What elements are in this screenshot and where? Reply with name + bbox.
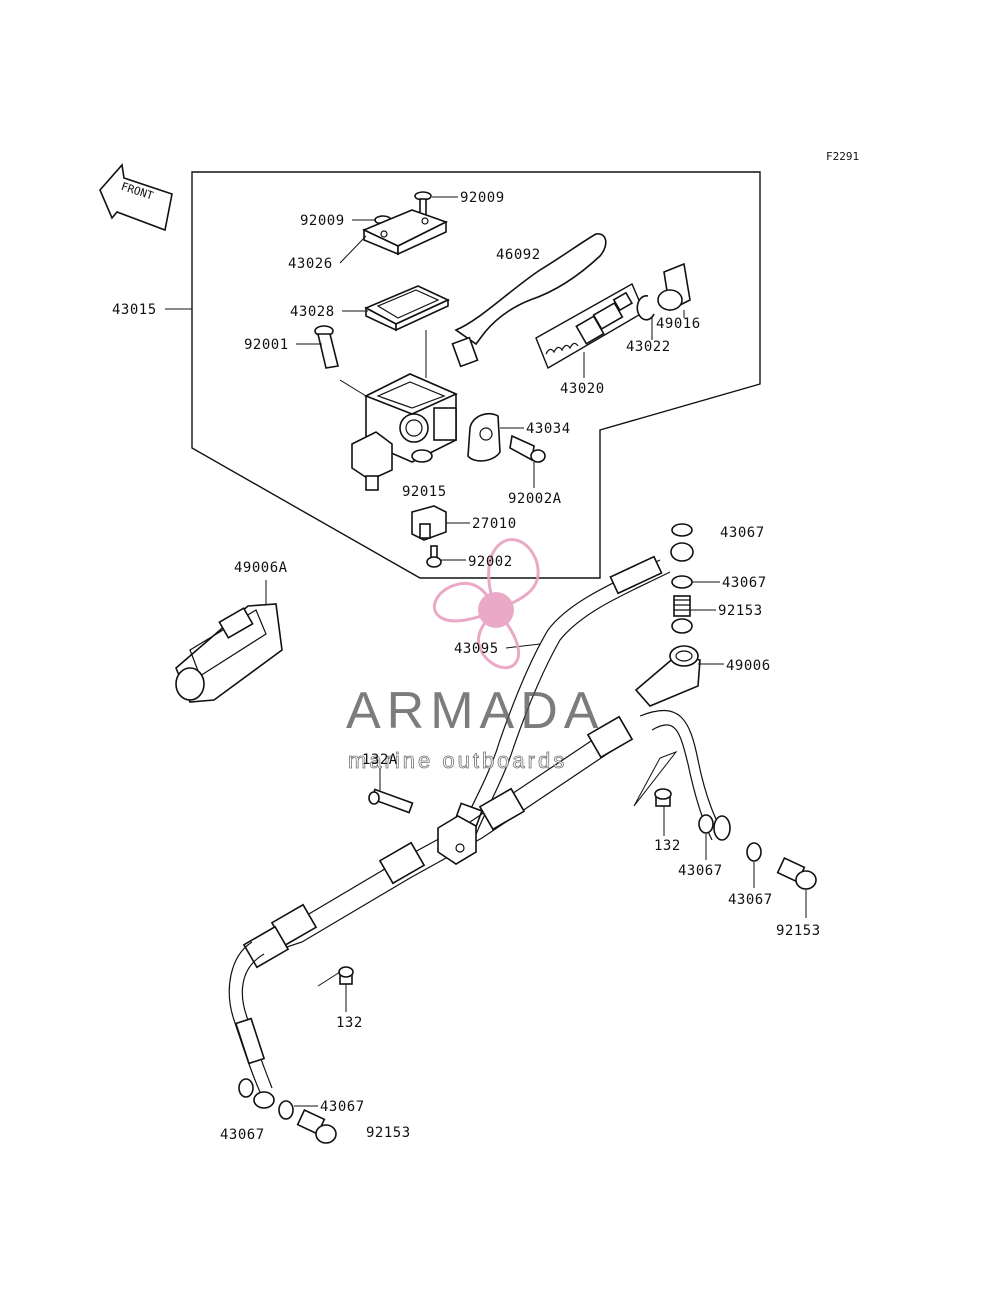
washer-43067-e [278, 1100, 294, 1120]
callout-92009-left: 92009 [300, 213, 345, 229]
reservoir-cap-43026 [362, 209, 449, 256]
callout-49006A: 49006A [234, 560, 288, 576]
callout-43022: 43022 [626, 339, 671, 355]
switch-27010 [411, 505, 447, 541]
bolt-132A [368, 788, 414, 814]
bolt-132-b [338, 966, 354, 985]
callout-27010: 27010 [472, 516, 517, 532]
bleeder-92153-a [671, 595, 693, 634]
callout-43067-d: 43067 [728, 892, 773, 908]
callout-43015: 43015 [112, 302, 157, 318]
callout-132-b: 132 [336, 1015, 363, 1031]
callout-43067-c: 43067 [678, 863, 723, 879]
piston-kit-43020 [535, 283, 645, 370]
bolt-92001 [314, 325, 339, 369]
tee-joint [437, 815, 477, 865]
callout-92009-top: 92009 [460, 190, 505, 206]
clamp-43034 [467, 412, 501, 462]
washer-43067-b [671, 575, 693, 589]
bleeder-92153-b [776, 857, 817, 890]
diagram-code: F2291 [826, 150, 859, 163]
callout-92153-b: 92153 [776, 923, 821, 939]
master-cylinder-body [351, 373, 458, 491]
lever-46092 [451, 233, 607, 368]
callout-46092: 46092 [496, 247, 541, 263]
callout-92001: 92001 [244, 337, 289, 353]
callout-132A: 132A [362, 752, 398, 768]
leader-lines [165, 196, 807, 1107]
callout-132-a: 132 [654, 838, 681, 854]
callout-43026: 43026 [288, 256, 333, 272]
callout-43067-e: 43067 [320, 1099, 365, 1115]
brake-pipe-left [228, 941, 275, 1109]
screw-92009-top [414, 191, 432, 220]
joint-49006 [634, 645, 701, 707]
washer-43067-a [671, 523, 693, 537]
watermark-title: ARMADA [346, 682, 604, 740]
washer-43067-d [746, 842, 762, 862]
bleeder-92153-c [296, 1109, 337, 1144]
assembly-outline [191, 171, 761, 579]
callout-49006: 49006 [726, 658, 771, 674]
brake-pipe-lower [242, 715, 634, 969]
propeller-logo-icon [433, 538, 540, 670]
callout-92002A: 92002A [508, 491, 562, 507]
callout-92153-a: 92153 [718, 603, 763, 619]
callout-49016: 49016 [656, 316, 701, 332]
boot-49016 [657, 262, 691, 312]
washer-43067-f [238, 1078, 254, 1098]
callout-92002: 92002 [468, 554, 513, 570]
circlip-43022 [636, 294, 655, 321]
callout-43067-f: 43067 [220, 1127, 265, 1143]
callout-43067-b: 43067 [722, 575, 767, 591]
callout-43028: 43028 [290, 304, 335, 320]
screw-92002 [426, 545, 442, 568]
brake-pipe-right [639, 710, 731, 841]
watermark: ARMADA marine outboards [346, 538, 604, 773]
diaphragm-43028 [364, 285, 450, 332]
callout-43020: 43020 [560, 381, 605, 397]
callout-43034: 43034 [526, 421, 571, 437]
callout-43067-a: 43067 [720, 525, 765, 541]
callout-92015: 92015 [402, 484, 447, 500]
washer-43067-c [698, 814, 714, 834]
bolt-132-a [654, 788, 672, 807]
bracket-outline [633, 750, 678, 807]
bolt-92002A [509, 434, 546, 463]
callout-43095: 43095 [454, 641, 499, 657]
front-arrow-icon: FRONT [99, 163, 173, 232]
watermark-subtitle: marine outboards [348, 748, 567, 773]
cover-49006A [175, 603, 283, 703]
callout-92153-c: 92153 [366, 1125, 411, 1141]
banjo-fitting [670, 542, 694, 562]
